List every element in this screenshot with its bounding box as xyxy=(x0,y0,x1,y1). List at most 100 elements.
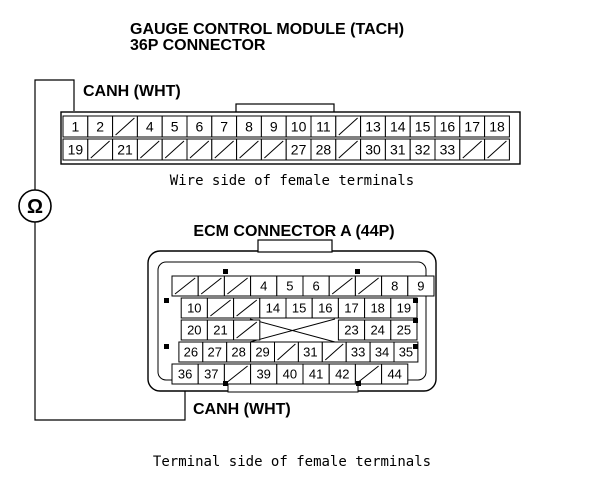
blocked-cavity-slash xyxy=(277,343,296,361)
ecm-cross-line xyxy=(249,318,336,343)
blocked-cavity-slash xyxy=(210,299,231,317)
terminal-cell xyxy=(390,319,418,341)
key-mark xyxy=(413,298,418,303)
terminal-number: 44 xyxy=(387,367,401,382)
terminal-number: 18 xyxy=(370,301,384,316)
blocked-cavity-slash xyxy=(338,117,358,136)
terminal-number: 15 xyxy=(292,301,306,316)
terminal-number: 41 xyxy=(309,367,323,382)
terminal-number: 9 xyxy=(270,119,278,135)
terminal-number: 28 xyxy=(231,345,245,360)
terminal-number: 6 xyxy=(196,119,204,135)
top-wire-label: CANH (WHT) xyxy=(83,83,181,100)
terminal-number: 5 xyxy=(171,119,179,135)
key-mark xyxy=(164,298,169,303)
blocked-cavity-slash xyxy=(227,277,248,295)
terminal-number: 11 xyxy=(316,119,331,135)
blocked-cavity-slash xyxy=(331,277,353,295)
terminal-number: 25 xyxy=(397,323,411,338)
terminal-cell xyxy=(390,297,418,319)
terminal-number: 4 xyxy=(260,279,267,294)
terminal-number: 21 xyxy=(213,323,227,338)
terminal-cell xyxy=(393,341,419,363)
terminal-number: 18 xyxy=(489,119,505,135)
key-mark xyxy=(223,381,228,386)
terminal-number: 30 xyxy=(365,142,381,158)
terminal-number: 15 xyxy=(415,119,431,135)
terminal-number: 5 xyxy=(286,279,293,294)
terminal-number: 17 xyxy=(344,301,358,316)
terminal-number: 17 xyxy=(464,119,480,135)
terminal-number: 16 xyxy=(440,119,456,135)
blocked-cavity-slash xyxy=(358,277,379,295)
terminal-number: 7 xyxy=(220,119,228,135)
terminal-number: 21 xyxy=(117,142,133,158)
blocked-cavity-slash xyxy=(487,140,507,159)
blocked-cavity-slash xyxy=(90,140,110,159)
terminal-number: 20 xyxy=(187,323,201,338)
terminal-number: 2 xyxy=(96,119,104,135)
blocked-cavity-slash xyxy=(462,140,482,159)
terminal-number: 8 xyxy=(391,279,398,294)
blocked-cavity-slash xyxy=(358,365,379,383)
terminal-number: 29 xyxy=(255,345,269,360)
gauge-connector-subtitle: 36P CONNECTOR xyxy=(130,37,266,54)
terminal-number: 10 xyxy=(187,301,201,316)
terminal-number: 14 xyxy=(390,119,406,135)
blocked-cavity-slash xyxy=(200,277,222,295)
ohmmeter-symbol xyxy=(18,189,52,223)
key-mark xyxy=(355,269,360,274)
blocked-cavity-slash xyxy=(338,140,358,159)
top-caption: Wire side of female terminals xyxy=(170,173,414,189)
blocked-cavity-slash xyxy=(189,140,210,159)
terminal-number: 36 xyxy=(178,367,192,382)
key-mark xyxy=(164,344,169,349)
blocked-cavity-slash xyxy=(236,299,258,317)
terminal-number: 19 xyxy=(68,142,84,158)
terminal-number: 6 xyxy=(312,279,319,294)
ecm-connector-title: ECM CONNECTOR A (44P) xyxy=(193,223,394,240)
blocked-cavity-slash xyxy=(227,365,248,383)
gauge-connector-title: GAUGE CONTROL MODULE (TACH) xyxy=(130,21,404,38)
terminal-number: 31 xyxy=(303,345,317,360)
key-mark xyxy=(413,318,418,323)
ohm-icon: Ω xyxy=(27,196,43,218)
terminal-number: 33 xyxy=(351,345,365,360)
blocked-cavity-slash xyxy=(115,117,135,136)
terminal-cell xyxy=(484,115,510,138)
terminal-number: 23 xyxy=(344,323,358,338)
terminal-number: 34 xyxy=(375,345,389,360)
terminal-number: 32 xyxy=(415,142,431,158)
blocked-cavity-slash xyxy=(140,140,160,159)
ecm-lock-tab xyxy=(257,239,333,253)
key-mark xyxy=(223,269,228,274)
blocked-cavity-slash xyxy=(164,140,185,159)
terminal-number: 19 xyxy=(397,301,411,316)
terminal-number: 10 xyxy=(291,119,307,135)
terminal-number: 8 xyxy=(245,119,253,135)
terminal-number: 16 xyxy=(318,301,332,316)
test-lead-wire xyxy=(34,79,186,421)
blocked-cavity-slash xyxy=(239,140,259,159)
blocked-cavity-slash xyxy=(174,277,196,295)
terminal-cell xyxy=(381,363,409,385)
terminal-number: 1 xyxy=(72,119,80,135)
terminal-number: 33 xyxy=(440,142,456,158)
terminal-number: 24 xyxy=(370,323,384,338)
terminal-number: 37 xyxy=(204,367,218,382)
terminal-number: 28 xyxy=(316,142,332,158)
terminal-number: 42 xyxy=(335,367,349,382)
terminal-number: 26 xyxy=(184,345,198,360)
terminal-number: 13 xyxy=(365,119,381,135)
terminal-number: 40 xyxy=(283,367,297,382)
blocked-cavity-slash xyxy=(236,321,258,339)
blocked-cavity-slash xyxy=(264,140,284,159)
terminal-number: 27 xyxy=(208,345,222,360)
blocked-cavity-slash xyxy=(214,140,234,159)
terminal-number: 39 xyxy=(256,367,270,382)
terminal-number: 31 xyxy=(390,142,406,158)
blocked-cavity-slash xyxy=(324,343,344,361)
